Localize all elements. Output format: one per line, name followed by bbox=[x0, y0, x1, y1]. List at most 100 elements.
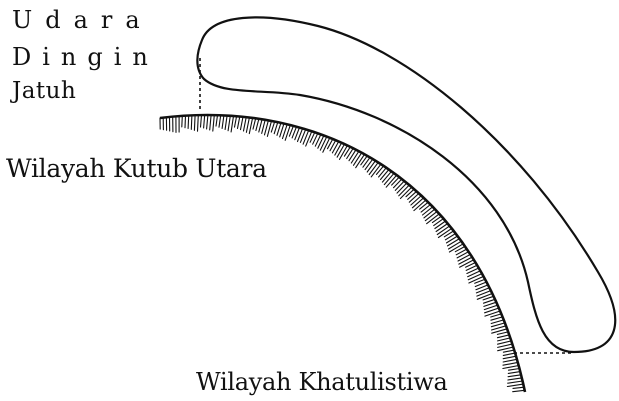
hatch-tick bbox=[367, 161, 375, 172]
hatch-tick bbox=[395, 181, 404, 190]
hatch-tick bbox=[354, 153, 362, 166]
hatch-tick bbox=[238, 117, 240, 129]
hatch-tick bbox=[244, 117, 247, 131]
hatch-tick bbox=[459, 257, 472, 264]
hatch-tick bbox=[259, 119, 262, 132]
hatch-tick bbox=[337, 144, 344, 157]
hatch-tick bbox=[424, 209, 435, 218]
hatch-tick bbox=[503, 362, 518, 365]
hatch-tick bbox=[231, 116, 233, 132]
hatch-tick bbox=[508, 381, 523, 383]
hatch-tick bbox=[497, 332, 508, 335]
hatch-tick bbox=[228, 116, 230, 131]
hatch-tick bbox=[406, 189, 414, 197]
hatch-tick bbox=[204, 115, 205, 128]
hatch-tick bbox=[392, 177, 400, 185]
hatch-tick bbox=[508, 378, 522, 380]
hatch-tick bbox=[335, 143, 342, 155]
hatch-tick bbox=[491, 320, 504, 324]
hatch-tick bbox=[241, 117, 244, 130]
hatch-tick bbox=[491, 317, 503, 320]
hatch-tick bbox=[507, 384, 523, 386]
hatch-tick bbox=[201, 115, 202, 127]
hatch-tick bbox=[320, 137, 327, 151]
hatch-tick bbox=[498, 341, 512, 344]
hatch-tick bbox=[447, 236, 458, 243]
hatch-tick bbox=[246, 118, 249, 133]
hatch-tick bbox=[219, 115, 221, 127]
hatch-tick bbox=[513, 390, 525, 391]
hatch-tick bbox=[503, 353, 515, 355]
hatch-tick bbox=[498, 335, 510, 338]
hatch-tick bbox=[382, 171, 391, 182]
hatch-tick bbox=[323, 138, 330, 152]
hatch-tick bbox=[262, 120, 266, 134]
cold-air-flow-band bbox=[197, 17, 615, 352]
hatch-tick bbox=[458, 254, 470, 261]
hatch-tick bbox=[491, 323, 505, 327]
hatch-tick bbox=[188, 116, 189, 129]
hatch-tick bbox=[397, 183, 407, 193]
hatch-tick bbox=[306, 131, 312, 146]
hatch-tick bbox=[274, 122, 278, 134]
hatch-tick bbox=[449, 241, 462, 249]
label-polar-region: Wilayah Kutub Utara bbox=[6, 156, 267, 181]
hatch-tick bbox=[271, 122, 274, 133]
hatch-tick bbox=[361, 156, 368, 165]
hatch-tick bbox=[509, 369, 520, 371]
hatch-tick bbox=[182, 116, 183, 127]
hatch-tick bbox=[408, 191, 417, 199]
hatch-tick bbox=[411, 196, 421, 205]
hatch-tick bbox=[469, 276, 484, 283]
hatch-tick bbox=[381, 170, 389, 180]
hatch-tick bbox=[513, 387, 524, 388]
label-equator-region: Wilayah Khatulistiwa bbox=[196, 370, 448, 394]
hatch-tick bbox=[503, 366, 519, 369]
hatch-tick bbox=[351, 151, 359, 163]
hatch-tick bbox=[437, 226, 449, 235]
hatch-tick bbox=[503, 356, 516, 359]
label-jatuh: Jatuh bbox=[12, 80, 76, 103]
hatch-tick bbox=[484, 299, 496, 303]
hatch-tick bbox=[434, 219, 444, 226]
hatch-tick bbox=[198, 115, 199, 131]
hatch-tick bbox=[363, 157, 370, 167]
hatch-tick bbox=[436, 224, 448, 232]
hatch-tick bbox=[225, 116, 227, 130]
hatch-tick bbox=[365, 159, 373, 170]
hatch-tick bbox=[207, 115, 208, 129]
hatch-tick bbox=[508, 375, 521, 377]
hatch-tick bbox=[347, 148, 354, 158]
hatch-tick bbox=[191, 115, 192, 129]
label-dingin: Dingin bbox=[12, 45, 159, 69]
hatch-tick bbox=[332, 142, 338, 153]
hatch-tick bbox=[369, 162, 378, 174]
hatch-tick bbox=[377, 166, 384, 175]
hatch-tick bbox=[498, 338, 511, 341]
hatch-tick bbox=[445, 234, 455, 240]
hatch-tick bbox=[508, 372, 520, 374]
label-udara: Udara bbox=[12, 8, 153, 32]
hatch-tick bbox=[498, 344, 513, 347]
hatch-tick bbox=[222, 115, 224, 128]
hatch-tick bbox=[423, 207, 433, 215]
hatch-tick bbox=[421, 205, 430, 213]
hatch-tick bbox=[448, 239, 460, 246]
hatch-tick bbox=[503, 359, 517, 362]
hatch-tick bbox=[216, 115, 218, 126]
hatch-tick bbox=[318, 136, 324, 149]
hatch-tick bbox=[394, 179, 402, 188]
hatch-tick bbox=[235, 116, 237, 127]
hatch-tick bbox=[435, 221, 446, 229]
hatch-tick bbox=[194, 115, 195, 130]
hatch-tick bbox=[249, 118, 252, 134]
hatch-tick bbox=[253, 118, 256, 129]
hatch-tick bbox=[503, 350, 514, 352]
hatch-tick bbox=[213, 115, 215, 131]
hatch-tick bbox=[256, 119, 259, 131]
hatch-tick bbox=[185, 116, 186, 128]
hatch-tick bbox=[468, 274, 482, 280]
hatch-tick bbox=[498, 347, 514, 351]
hatch-tick bbox=[457, 252, 469, 258]
